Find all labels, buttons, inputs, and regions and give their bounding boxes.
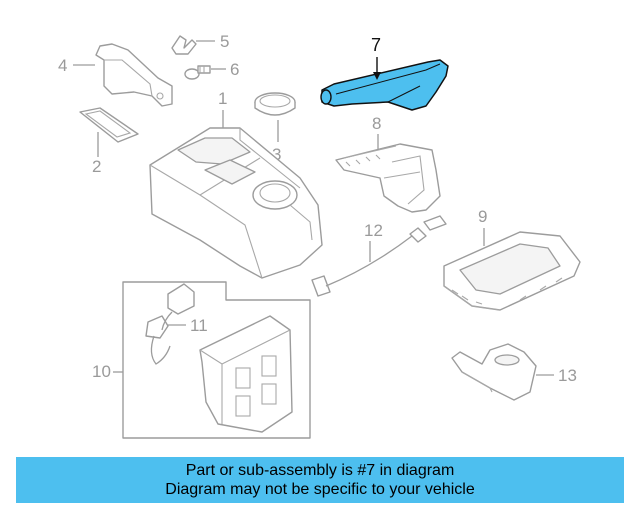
part-9-module[interactable] <box>443 231 581 311</box>
callout-11[interactable]: 11 <box>190 316 208 335</box>
callout-2[interactable]: 2 <box>92 157 101 176</box>
callout-8[interactable]: 8 <box>372 114 381 133</box>
part-4-bracket[interactable] <box>95 43 173 107</box>
callout-6[interactable]: 6 <box>230 60 239 79</box>
banner-line-2: Diagram may not be specific to your vehi… <box>165 481 475 498</box>
callout-3[interactable]: 3 <box>272 145 281 164</box>
part-7-lever-cover[interactable] <box>320 59 449 111</box>
callout-1[interactable]: 1 <box>218 89 227 108</box>
part-5-clip[interactable] <box>171 35 197 55</box>
banner-line-1: Part or sub-assembly is #7 in diagram <box>185 462 455 479</box>
part-3-ring[interactable] <box>254 92 296 116</box>
callout-4[interactable]: 4 <box>58 56 67 75</box>
callout-12[interactable]: 12 <box>364 221 383 240</box>
info-banner: Part or sub-assembly is #7 in diagram Di… <box>16 457 624 503</box>
callout-7[interactable]: 7 <box>371 35 381 55</box>
part-1-console[interactable] <box>149 127 323 279</box>
part-6-screw[interactable] <box>184 65 211 80</box>
part-8-shifter[interactable] <box>335 143 441 213</box>
part-11-connector[interactable] <box>145 283 195 365</box>
callout-13[interactable]: 13 <box>558 366 577 385</box>
callout-5[interactable]: 5 <box>220 32 229 51</box>
callout-10[interactable]: 10 <box>92 362 111 381</box>
part-10-assembly-inset[interactable] <box>122 281 311 439</box>
part-13-switch[interactable] <box>451 343 537 401</box>
part-2-pad[interactable] <box>79 107 139 143</box>
callout-9[interactable]: 9 <box>478 207 487 226</box>
part-12-cable[interactable] <box>311 215 447 297</box>
